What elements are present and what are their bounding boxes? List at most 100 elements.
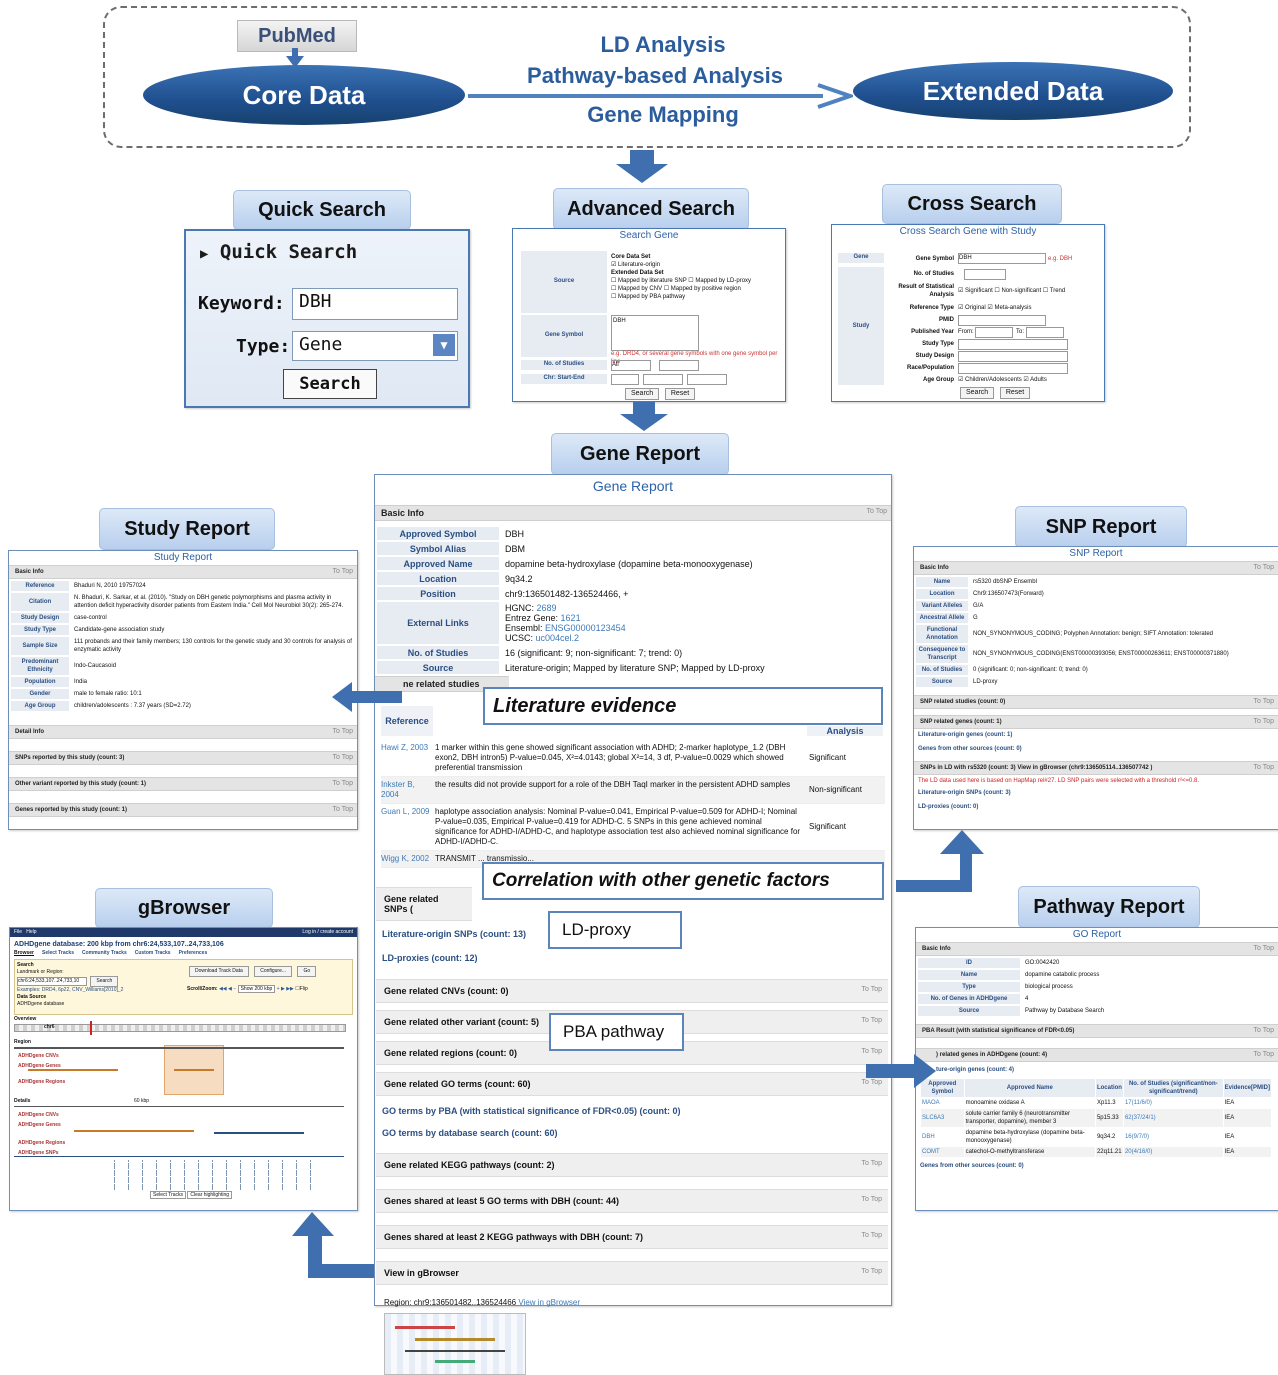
study-section-bar[interactable]: Other variant reported by this study (co…	[9, 777, 357, 791]
start-input[interactable]	[643, 374, 683, 385]
study-type-select[interactable]	[958, 339, 1068, 350]
gb-tab[interactable]: Community Tracks	[81, 950, 127, 956]
pmid-input[interactable]	[958, 315, 1046, 326]
study-report-tab: Study Report	[99, 508, 275, 550]
gb-tab[interactable]: Preferences	[178, 950, 208, 956]
go-pba-link[interactable]: GO terms by PBA (with statistical signif…	[382, 1106, 681, 1116]
ld-proxies-link[interactable]: LD-proxies (count: 12)	[382, 953, 478, 963]
gb-flip-checkbox[interactable]: ☐Flip	[295, 986, 308, 992]
end-input[interactable]	[687, 374, 727, 385]
gb-landmark-input[interactable]: chr6:24,533,107..24,733,10	[17, 977, 87, 986]
cross-reset-button[interactable]: Reset	[999, 387, 1031, 399]
gb-login[interactable]: Log in / create account	[302, 929, 353, 935]
snp-lit-snps[interactable]: Literature-origin SNPs (count: 3)	[918, 790, 1011, 796]
gb-search-button[interactable]: Search	[90, 976, 119, 987]
gb-tab[interactable]: Browser	[14, 950, 35, 956]
go-gene-symbol[interactable]: SLC6A3	[922, 1115, 945, 1121]
study-section-bar[interactable]: SNPs reported by this study (count: 3)To…	[9, 751, 357, 765]
kegg-bar[interactable]: Gene related KEGG pathways (count: 2)To …	[376, 1153, 888, 1177]
shared-kegg-bar[interactable]: Genes shared at least 2 KEGG pathways wi…	[376, 1225, 888, 1249]
study-info-value: case-control	[74, 615, 107, 621]
study-ref-link[interactable]: Wigg K, 2002	[381, 854, 430, 863]
year-from-input[interactable]	[975, 327, 1013, 338]
go-gene-studies[interactable]: 62(37/24/1)	[1124, 1115, 1156, 1121]
year-to-input[interactable]	[1026, 327, 1064, 338]
no-studies-select[interactable]: All	[611, 360, 651, 371]
go-related-bar[interactable]: ) related genes in ADHDgene (count: 4)To…	[916, 1048, 1278, 1062]
gb-menu-help[interactable]: Help	[26, 929, 37, 935]
snp-bar[interactable]: Gene related SNPs (	[376, 887, 472, 921]
snp-info-value: G/A	[973, 603, 984, 609]
go-lit-origin[interactable]: ture-origin genes (count: 4)	[936, 1067, 1014, 1073]
advanced-search-panel: Search Gene Source Core Data Set ☑ Liter…	[512, 228, 786, 402]
shared-go-bar[interactable]: Genes shared at least 5 GO terms with DB…	[376, 1189, 888, 1213]
go-gene-studies[interactable]: 16(9/7/0)	[1124, 1134, 1149, 1140]
go-gene-studies[interactable]: 17(11/6/0)	[1124, 1100, 1152, 1106]
snp-genes-bar[interactable]: SNP related genes (count: 1)To Top	[914, 715, 1278, 729]
link-value[interactable]: uc004cel.2	[535, 633, 580, 643]
gb-download-button[interactable]: Download Track Data	[189, 966, 249, 977]
gb-select-tracks[interactable]: Select Tracks	[150, 1191, 187, 1199]
ref-type-checkboxes[interactable]: ☑ Original ☑ Meta-analysis	[958, 305, 1032, 311]
snp-ld-proxies[interactable]: LD-proxies (count: 0)	[918, 804, 979, 810]
study-ref-link[interactable]: Guan L, 2009	[381, 807, 430, 816]
quick-search-button[interactable]: Search	[283, 369, 377, 399]
snp-lit-genes[interactable]: Literature-origin genes (count: 1)	[918, 732, 1013, 738]
cross-no-studies-input[interactable]	[964, 269, 1006, 280]
gb-tab[interactable]: Custom Tracks	[134, 950, 171, 956]
keyword-input[interactable]: DBH	[292, 288, 458, 320]
go-gene-studies[interactable]: 20(4/16/0)	[1124, 1149, 1153, 1155]
chr-input[interactable]	[611, 374, 639, 385]
go-db-link[interactable]: GO terms by database search (count: 60)	[382, 1128, 558, 1138]
gb-zoom-controls[interactable]: ◀◀ ◀ −	[218, 986, 237, 992]
lit-snps-link[interactable]: Literature-origin SNPs (count: 13)	[382, 929, 527, 939]
gb-menubar: File Help Log in / create account	[10, 928, 357, 937]
year-to-label: To:	[1016, 329, 1025, 335]
go-terms-bar[interactable]: Gene related GO terms (count: 60)To Top	[376, 1072, 888, 1096]
gene-symbol-textarea[interactable]: DBH	[611, 315, 699, 351]
go-gene-symbol[interactable]: MAOA	[922, 1100, 940, 1106]
link-value[interactable]: 1621	[560, 613, 581, 623]
study-ref-link[interactable]: Inkster B, 2004	[381, 780, 415, 799]
result-checkboxes[interactable]: ☑ Significant ☐ Non-significant ☐ Trend	[958, 288, 1066, 294]
view-gbrowser-link[interactable]: View in gBrowser	[518, 1298, 581, 1307]
advanced-search-button[interactable]: Search	[625, 388, 660, 400]
advanced-reset-button[interactable]: Reset	[664, 388, 696, 400]
link-value[interactable]: 2689	[536, 603, 557, 613]
cross-search-button[interactable]: Search	[960, 387, 995, 399]
type-select[interactable]: Gene ▼	[292, 331, 458, 361]
study-text: TRANSMIT ... transmissio...	[435, 854, 534, 863]
study-section-bar[interactable]: Genes reported by this study (count: 1)T…	[9, 803, 357, 817]
go-pba-bar[interactable]: PBA Result (with statistical significanc…	[916, 1024, 1278, 1038]
gb-menu-file[interactable]: File	[14, 929, 23, 935]
gb-go-button[interactable]: Go	[297, 966, 317, 977]
gb-show-select[interactable]: Show 200 kbp	[237, 985, 276, 993]
gbrowser-thumbnail[interactable]	[384, 1313, 526, 1375]
link-value[interactable]: ENSG00000123454	[545, 623, 626, 633]
study-ref-link[interactable]: Hawi Z, 2003	[381, 743, 429, 752]
cross-gene-input[interactable]: DBH	[958, 253, 1046, 264]
cnv-bar[interactable]: Gene related CNVs (count: 0)To Top	[376, 979, 888, 1003]
no-studies-input[interactable]	[659, 360, 699, 371]
gb-clear[interactable]: Clear highlighting	[187, 1191, 233, 1199]
snp-other-genes[interactable]: Genes from other sources (count: 0)	[918, 746, 1022, 752]
related-studies-bar[interactable]: ne related studies	[375, 676, 509, 692]
race-input[interactable]	[958, 363, 1068, 374]
snp-studies-bar[interactable]: SNP related studies (count: 0)To Top	[914, 695, 1278, 709]
go-gene-symbol[interactable]: DBH	[922, 1134, 935, 1140]
snp-ld-bar[interactable]: SNPs in LD with rs5320 (count: 3) View i…	[914, 761, 1278, 775]
age-checkboxes[interactable]: ☑ Children/Adolescents ☑ Adults	[958, 377, 1047, 383]
go-gene-symbol[interactable]: COMT	[922, 1149, 940, 1155]
go-other-genes[interactable]: Genes from other sources (count: 0)	[920, 1163, 1024, 1169]
gb-configure-button[interactable]: Configure...	[254, 966, 293, 977]
study-design-select[interactable]	[958, 351, 1068, 362]
gb-zoom-in[interactable]: + ▶ ▶▶	[276, 986, 294, 992]
gb-tab[interactable]: Select Tracks	[42, 950, 74, 956]
